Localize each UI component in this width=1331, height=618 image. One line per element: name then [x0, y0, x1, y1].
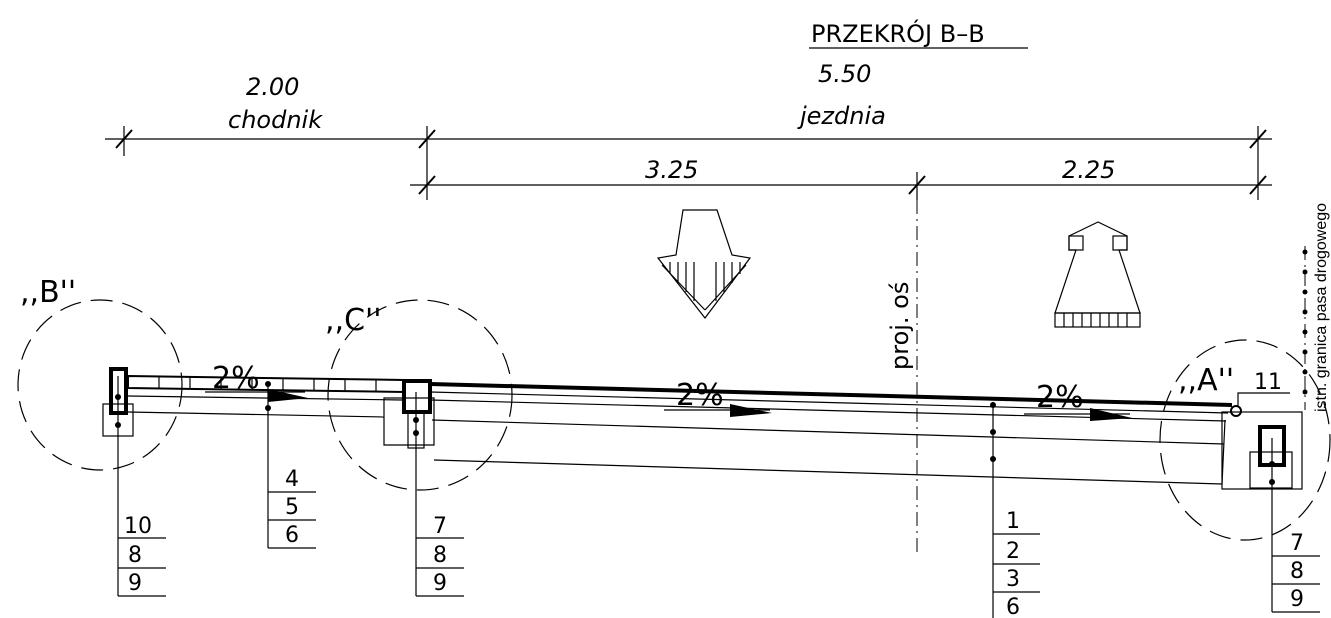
detail-circle-b — [17, 299, 183, 471]
traffic-arrow-up-icon — [1054, 221, 1141, 328]
right-kerb — [1230, 405, 1293, 489]
detail-label-b: ,,B'' — [20, 275, 76, 310]
right-lane-width: 2.25 — [1062, 156, 1115, 184]
legend-item: 1 — [1006, 509, 1020, 534]
legend-item: 5 — [285, 495, 299, 520]
detail-circle-c — [327, 299, 513, 491]
legend-item: 7 — [433, 514, 447, 539]
legend-item: 9 — [1290, 587, 1304, 612]
legend-item: 2 — [1006, 539, 1020, 564]
boundary-label: istn. granica pasa drogowego — [1313, 203, 1330, 412]
callout-11: 11 — [1254, 370, 1282, 395]
legend-left-kerb: 10 8 9 — [118, 514, 166, 597]
legend-item: 9 — [128, 571, 142, 596]
legend-item: 8 — [1290, 559, 1304, 584]
slope-sidewalk: 2% — [212, 361, 260, 396]
jezdnia-width: 5.50 — [818, 60, 871, 88]
axis-label: proj. oś — [886, 282, 914, 370]
legend-item: 8 — [433, 543, 447, 568]
legend-item: 3 — [1006, 567, 1020, 592]
slope-arrow-left-lane-icon — [730, 404, 772, 417]
callout-11-leader — [1237, 392, 1290, 406]
legend-item: 8 — [128, 543, 142, 568]
slope-left-lane: 2% — [676, 378, 724, 413]
dimension-lines — [105, 126, 1272, 200]
left-lane-width: 3.25 — [645, 156, 698, 184]
slope-arrow-sidewalk-icon — [268, 389, 308, 402]
leader-lines — [115, 376, 1275, 618]
legend-middle-kerb: 7 8 9 — [416, 514, 464, 597]
legend-roadway: 1 2 3 6 — [993, 509, 1040, 618]
detail-circle-a — [1159, 339, 1331, 541]
legend-item: 6 — [1006, 595, 1020, 618]
detail-label-a: ,,A'' — [1178, 363, 1234, 398]
chodnik-width: 2.00 — [246, 73, 299, 101]
chodnik-label: chodnik — [228, 106, 323, 134]
jezdnia-label: jezdnia — [797, 102, 886, 130]
middle-kerb — [402, 379, 432, 449]
slope-arrow-right-lane-icon — [1090, 408, 1132, 421]
legend-item: 9 — [433, 571, 447, 596]
slope-right-lane: 2% — [1036, 380, 1084, 415]
detail-label-c: ,,C'' — [325, 303, 382, 338]
legend-item: 6 — [285, 523, 299, 548]
section-title: PRZEKRÓJ B–B — [811, 18, 985, 48]
traffic-arrow-down-icon — [656, 209, 752, 319]
legend-item: 7 — [1290, 531, 1304, 556]
legend-item: 4 — [285, 467, 299, 492]
legend-right-kerb: 7 8 9 — [1272, 531, 1320, 613]
boundary-markers — [1302, 249, 1308, 395]
legend-sidewalk: 4 5 6 — [268, 467, 316, 549]
legend-item: 10 — [124, 514, 152, 539]
